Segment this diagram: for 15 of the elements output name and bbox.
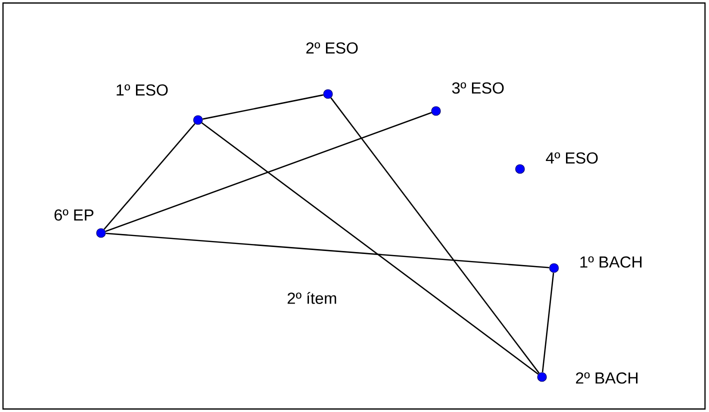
- line-segment: [202, 94, 324, 120]
- point-label: 4º ESO: [546, 152, 598, 164]
- point-label: 1º BACH: [580, 256, 642, 268]
- point-label: 2º BACH: [576, 372, 638, 384]
- point-label: 6º EP: [54, 209, 94, 221]
- text-label: 2º ítem: [288, 292, 336, 304]
- line-segment: [201, 122, 539, 375]
- line-segment: [105, 112, 432, 232]
- line-segment: [330, 97, 540, 374]
- point-label: 1º ESO: [116, 84, 168, 96]
- line-segment: [104, 123, 196, 230]
- line-segment: [106, 232, 550, 268]
- line-segment: [542, 272, 554, 372]
- point-label: 2º ESO: [306, 42, 358, 54]
- point-label: 3º ESO: [452, 82, 504, 94]
